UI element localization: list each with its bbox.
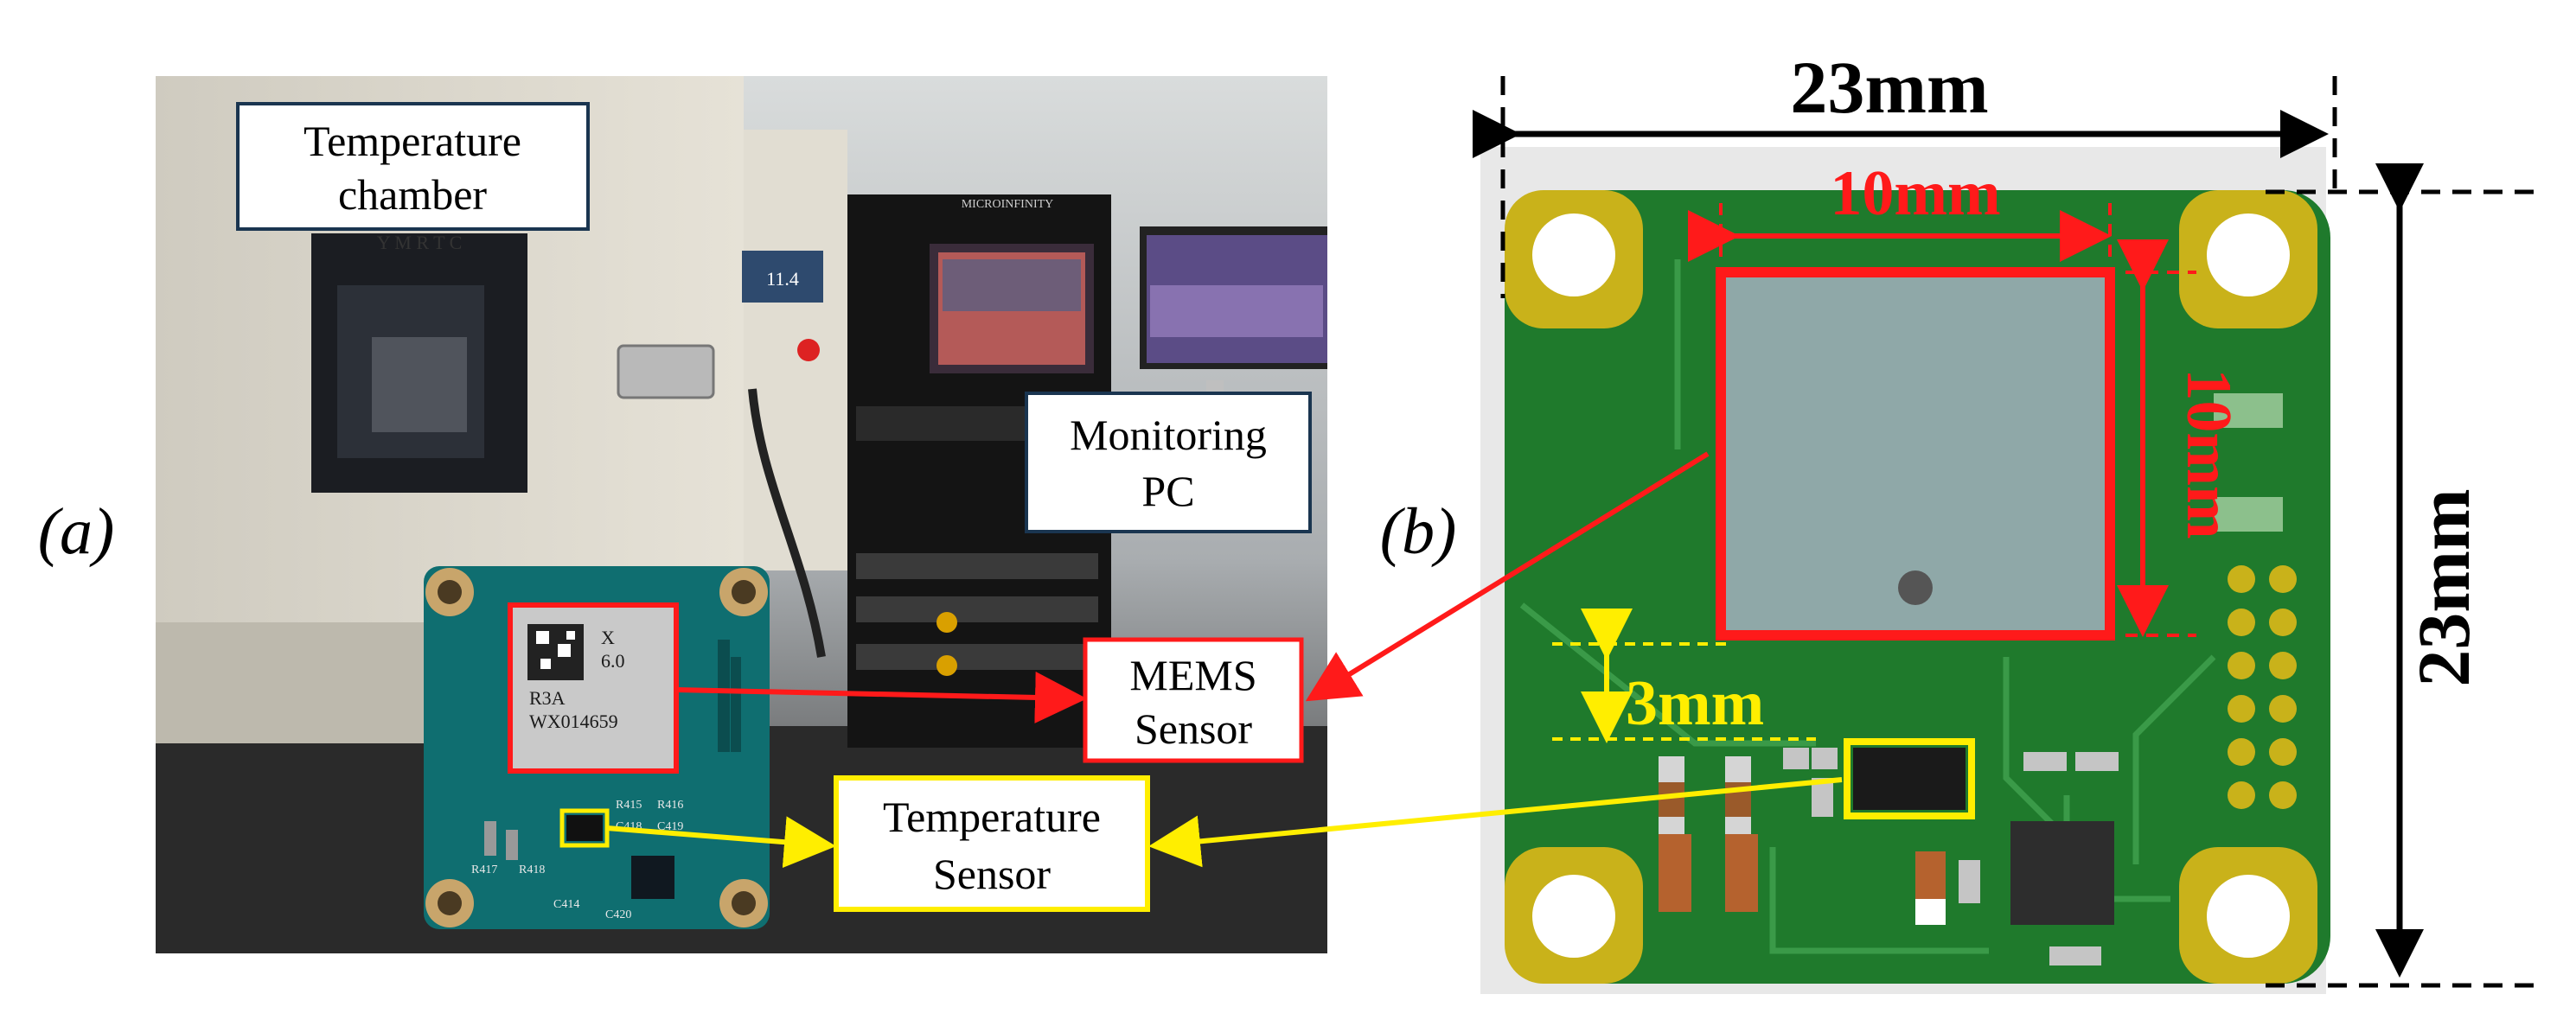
sensor-width-label: 10mm: [1830, 158, 2000, 229]
mems-outline: [1716, 267, 2115, 640]
chamber-controller: [744, 130, 847, 570]
temperature-sensor-label-line-1: Temperature: [883, 793, 1101, 841]
offset-label: 3mm: [1626, 668, 1764, 739]
silkscreen-r416: R416: [657, 799, 683, 812]
chamber-handle: [617, 344, 715, 399]
temperature-chamber-label: Temperature chamber: [236, 102, 590, 231]
pin-header: [2228, 565, 2297, 809]
temperature-sensor-label: Temperature Sensor: [834, 775, 1150, 912]
mems-pin1-dot: [1898, 570, 1933, 605]
rack-brand: MICROINFINITY: [962, 198, 1054, 211]
chamber-brand: Y M R T C: [377, 232, 463, 253]
monitoring-pc-label-line-1: Monitoring: [1070, 411, 1267, 459]
temp-arrow-b: [1148, 777, 1843, 868]
temperature-chamber-label-line-2: chamber: [338, 170, 487, 219]
silkscreen-c414: C414: [553, 898, 579, 911]
sensor-height-label: 10mm: [2173, 368, 2244, 538]
mems-sensor-label-line-2: Sensor: [1135, 704, 1252, 753]
chip-marking-line-1: X: [601, 627, 615, 648]
silkscreen-r418: R418: [519, 863, 545, 876]
chip-marking-line-4: WX014659: [529, 711, 618, 732]
mems-sensor-label-line-1: MEMS: [1129, 651, 1256, 699]
chip-marking-line-3: R3A: [529, 687, 566, 709]
monitoring-pc-label-line-2: PC: [1141, 467, 1194, 515]
corner-pads: [1505, 190, 2317, 984]
panel-b-label: (b): [1380, 495, 1457, 568]
temperature-sensor-label-line-2: Sensor: [933, 850, 1051, 898]
mems-highlight-box: [508, 602, 679, 774]
panel-a: (a) Y M R T C 11.4 MICRO: [38, 76, 1327, 953]
panel-a-label: (a): [38, 495, 115, 568]
mems-arrow-b: [1305, 451, 1710, 702]
panel-b: (b): [1380, 46, 2534, 994]
temp-arrow-a: [606, 816, 836, 869]
mems-sensor-label: MEMS Sensor: [1083, 637, 1304, 763]
smd-components: [1659, 748, 2119, 965]
monitoring-pc-label: Monitoring PC: [1025, 392, 1312, 533]
display-reading: 11.4: [766, 268, 799, 290]
temp-sensor-chip: [566, 815, 603, 841]
silkscreen-c420: C420: [605, 908, 631, 921]
temp-sensor-outline: [1844, 738, 1975, 819]
pcb-inset-photo: X 6.0 R3A WX014659 R415 R416 C418 C419 C…: [424, 566, 770, 929]
chip-marking-line-2: 6.0: [601, 650, 625, 672]
temperature-chamber-label-line-1: Temperature: [304, 117, 521, 165]
temp-sensor-package: [1853, 748, 1966, 810]
mounting-holes: [425, 568, 768, 927]
mems-arrow-a: [675, 671, 1087, 723]
silkscreen-r417: R417: [471, 863, 497, 876]
silkscreen-r415: R415: [616, 799, 642, 812]
board-height-label: 23mm: [2402, 488, 2485, 686]
board-width-label: 23mm: [1790, 46, 1988, 129]
